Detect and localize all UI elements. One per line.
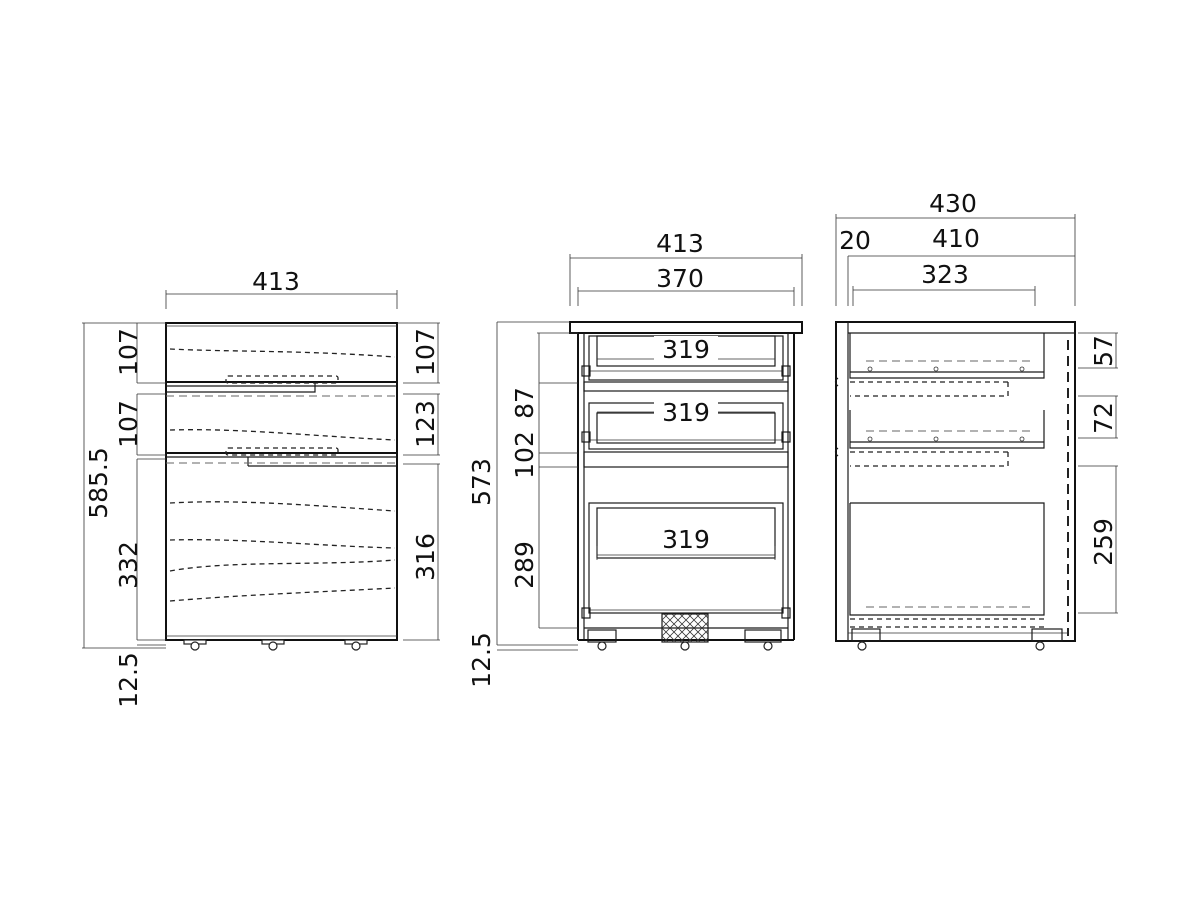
front-right-height-2: 123 — [411, 400, 440, 448]
front-casters — [183, 639, 368, 651]
inner-view: 413 370 319 319 319 573 87 102 289 12.5 — [467, 229, 803, 688]
inner-drawer-width-1: 319 — [662, 335, 710, 364]
front-width-label: 413 — [252, 267, 300, 296]
front-left-height-2: 107 — [114, 400, 143, 448]
front-caster-height: 12.5 — [114, 652, 143, 708]
front-right-height-3: 316 — [411, 533, 440, 581]
inner-caster-height: 12.5 — [467, 632, 496, 688]
side-rail-length: 323 — [921, 260, 969, 289]
side-body-outline — [835, 321, 1076, 642]
side-right-height-3: 259 — [1089, 518, 1118, 566]
side-right-height-1: 57 — [1089, 335, 1118, 367]
side-view: 430 20 410 323 57 72 259 — [834, 189, 1118, 651]
inner-outer-width: 413 — [656, 229, 704, 258]
inner-height-1: 87 — [510, 387, 539, 419]
inner-drawer-width-3: 319 — [662, 525, 710, 554]
front-overall-height: 585.5 — [84, 447, 113, 519]
side-casters — [851, 628, 1063, 651]
inner-top-board — [569, 321, 803, 334]
front-left-height-3: 332 — [114, 541, 143, 589]
inner-casters — [587, 629, 782, 651]
inner-overall-height: 573 — [467, 458, 496, 506]
side-body-depth: 410 — [932, 224, 980, 253]
front-view: 413 107 107 332 585.5 12.5 107 123 316 — [82, 267, 440, 708]
inner-inner-width: 370 — [656, 264, 704, 293]
inner-height-3: 289 — [510, 541, 539, 589]
side-overall-depth: 430 — [929, 189, 977, 218]
side-front-thickness: 20 — [839, 226, 871, 255]
inner-drawer-width-2: 319 — [662, 398, 710, 427]
front-body-outline — [165, 322, 398, 641]
front-left-height-1: 107 — [114, 328, 143, 376]
front-right-height-1: 107 — [411, 328, 440, 376]
side-right-height-2: 72 — [1089, 402, 1118, 434]
inner-height-2: 102 — [510, 431, 539, 479]
